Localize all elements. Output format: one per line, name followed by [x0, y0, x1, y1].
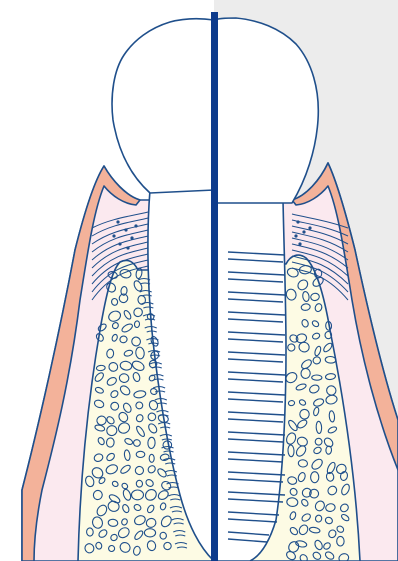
cell-dot — [134, 224, 137, 227]
cell-dot — [308, 226, 311, 229]
panel-divider — [211, 12, 218, 561]
cell-dot — [294, 234, 297, 237]
cell-dot — [298, 242, 301, 245]
cell-dot — [116, 220, 119, 223]
cell-dot — [130, 236, 133, 239]
cell-dot — [126, 246, 129, 249]
natural-tooth-panel — [22, 19, 214, 561]
cell-dot — [124, 228, 127, 231]
cell-dot — [118, 242, 121, 245]
cell-dot — [112, 234, 115, 237]
cell-dot — [296, 220, 299, 223]
tooth-crown — [112, 19, 214, 193]
cell-dot — [302, 230, 305, 233]
